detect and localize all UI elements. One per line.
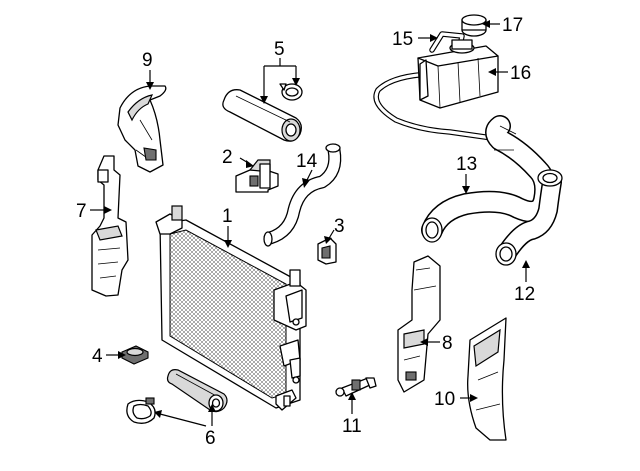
callout-8: 8 bbox=[442, 333, 453, 354]
callout-12: 12 bbox=[514, 284, 535, 305]
part-16-expansion-tank[interactable] bbox=[417, 39, 499, 109]
callout-15: 15 bbox=[392, 29, 413, 50]
callout-6: 6 bbox=[205, 428, 216, 449]
callout-7: 7 bbox=[76, 201, 87, 222]
part-10-air-guide[interactable] bbox=[467, 317, 507, 441]
callout-14: 14 bbox=[296, 151, 318, 172]
callout-11: 11 bbox=[342, 416, 362, 437]
callout-17: 17 bbox=[502, 15, 523, 36]
part-12-lower-hose[interactable] bbox=[495, 169, 563, 266]
part-1-radiator[interactable] bbox=[155, 205, 307, 411]
leader-lines bbox=[90, 20, 530, 427]
part-9-air-guide[interactable] bbox=[117, 85, 167, 173]
part-11-sensor[interactable] bbox=[335, 377, 377, 397]
callout-13: 13 bbox=[456, 154, 477, 175]
callout-3: 3 bbox=[334, 216, 345, 237]
callout-16: 16 bbox=[510, 63, 531, 84]
part-14-small-hose[interactable] bbox=[263, 143, 342, 247]
callout-labels: 1 2 3 4 5 6 7 8 9 10 11 12 13 14 15 16 1… bbox=[76, 15, 535, 449]
callout-2: 2 bbox=[222, 147, 233, 168]
callout-4: 4 bbox=[92, 346, 103, 367]
part-8-bracket[interactable] bbox=[397, 255, 441, 393]
callout-5: 5 bbox=[274, 39, 285, 60]
part-17-tank-cap[interactable] bbox=[461, 14, 487, 37]
callout-1: 1 bbox=[222, 206, 233, 227]
callout-9: 9 bbox=[142, 50, 153, 71]
part-2-bracket[interactable] bbox=[235, 159, 279, 193]
part-3-clip[interactable] bbox=[317, 237, 337, 265]
part-4-plug[interactable] bbox=[121, 345, 149, 365]
part-5-hose-and-clamp[interactable] bbox=[222, 83, 303, 142]
part-7-side-bracket[interactable] bbox=[91, 155, 129, 297]
callout-10: 10 bbox=[434, 389, 455, 410]
